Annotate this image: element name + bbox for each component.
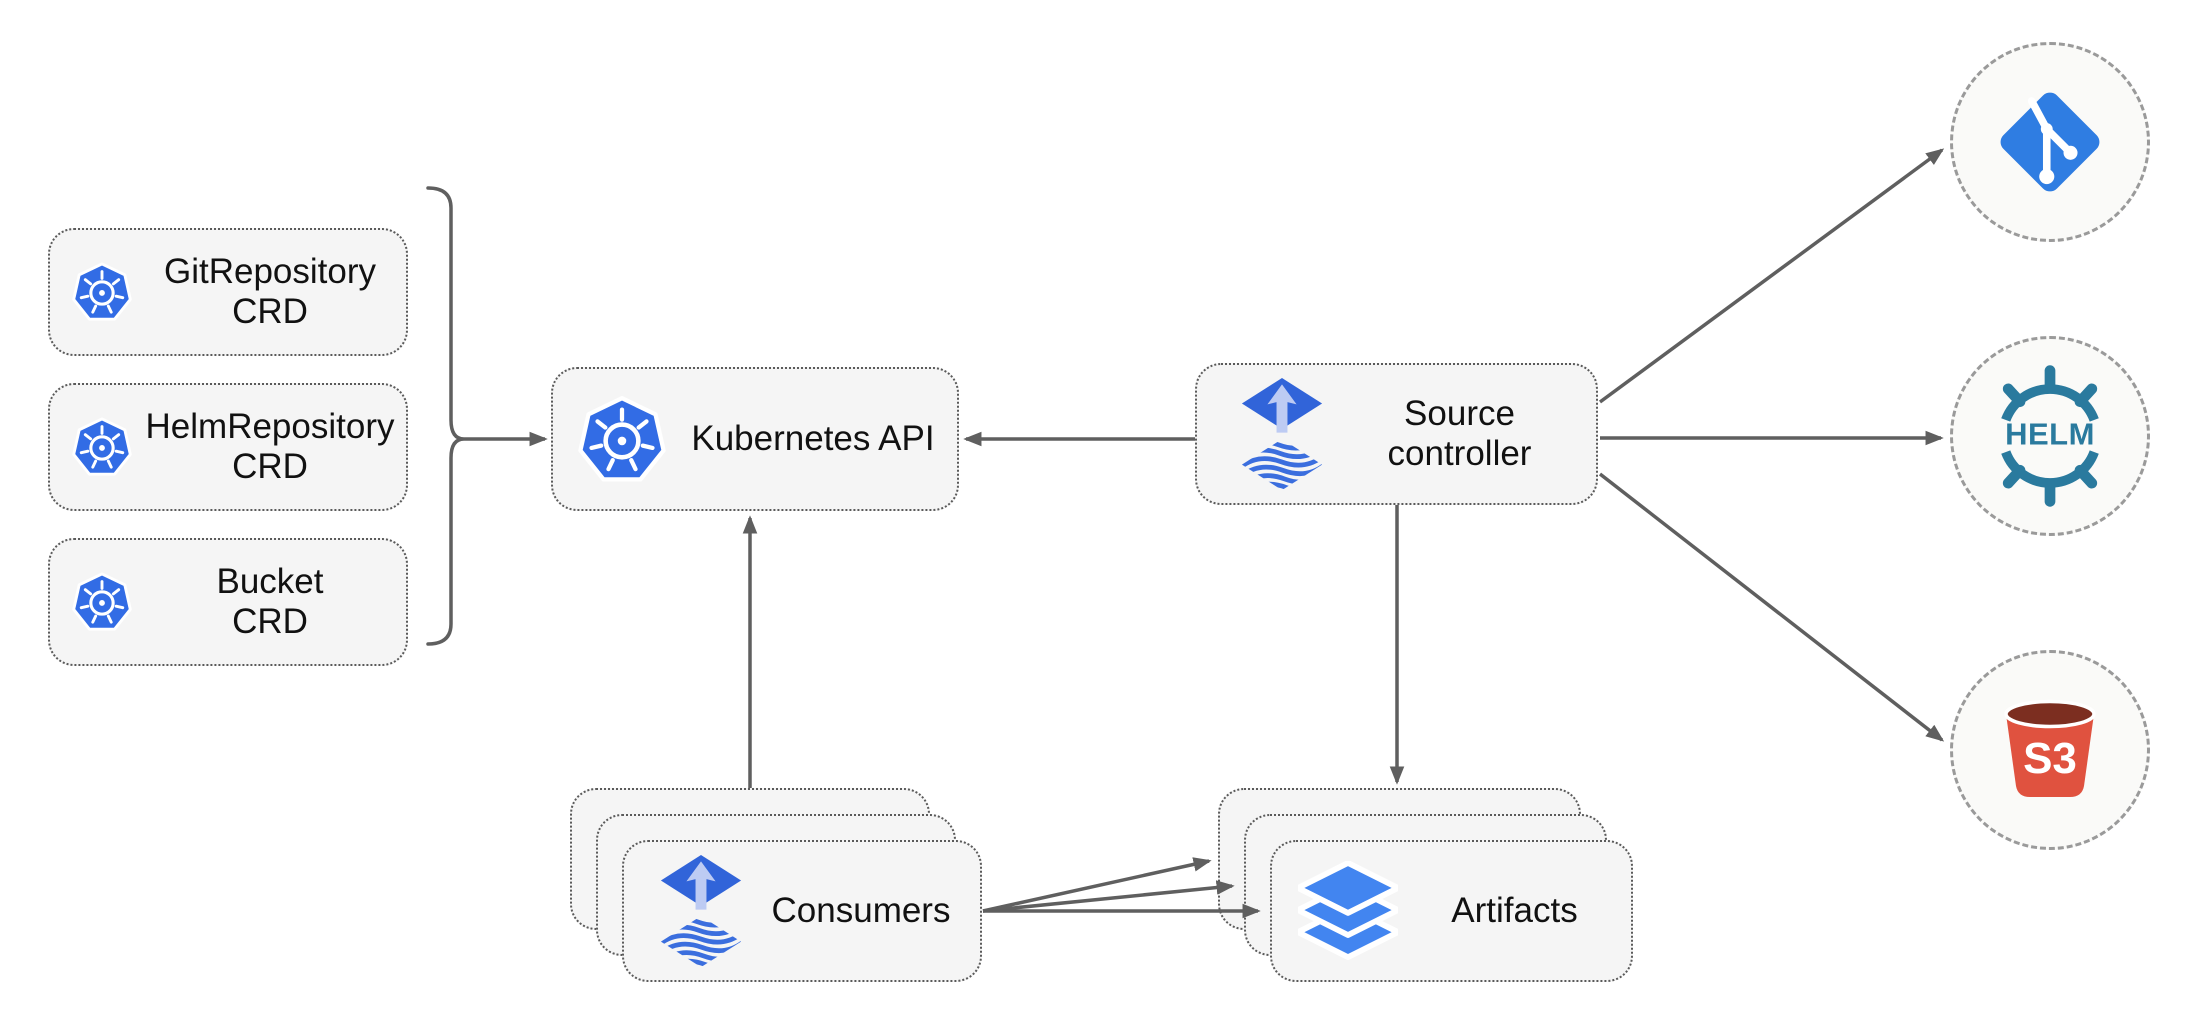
edge-source-to-git <box>1598 148 1945 404</box>
node-label: Kubernetes API <box>691 419 935 458</box>
kubernetes-icon <box>70 569 134 635</box>
edge-source-to-s3 <box>1598 472 1945 742</box>
target-s3: S3 <box>1950 650 2150 850</box>
layers-icon <box>1298 861 1398 961</box>
node-label: Artifacts <box>1451 891 1578 930</box>
kubernetes-icon <box>70 259 134 325</box>
flux-icon <box>1241 377 1323 492</box>
helm-logo-text: HELM <box>2005 416 2095 452</box>
kubernetes-icon <box>575 391 669 488</box>
node-label: Source controller <box>1387 394 1532 473</box>
node-bucket-crd: Bucket CRD <box>48 538 408 666</box>
node-source-controller: Source controller <box>1195 363 1598 505</box>
git-icon <box>1975 67 2125 217</box>
edge-consumers-to-artifacts-middle <box>982 880 1235 913</box>
node-consumers: Consumers <box>622 840 982 982</box>
edge-consumers-to-artifacts-back <box>982 857 1212 913</box>
node-artifacts: Artifacts <box>1270 840 1633 982</box>
node-label: HelmRepository CRD <box>145 407 395 486</box>
node-label: GitRepository CRD <box>163 252 377 331</box>
node-helmrepository-crd: HelmRepository CRD <box>48 383 408 511</box>
s3-bucket-icon: S3 <box>1975 675 2125 825</box>
flux-icon <box>660 854 742 969</box>
node-gitrepository-crd: GitRepository CRD <box>48 228 408 356</box>
node-label: Bucket CRD <box>216 562 324 641</box>
target-git <box>1950 42 2150 242</box>
node-kubernetes-api: Kubernetes API <box>551 367 959 511</box>
node-label: Consumers <box>771 891 951 930</box>
s3-logo-text: S3 <box>2023 734 2077 783</box>
target-helm: HELM <box>1950 336 2150 536</box>
crd-group-bracket <box>426 186 465 646</box>
helm-wheel-icon: HELM <box>1975 361 2125 511</box>
kubernetes-icon <box>70 414 134 480</box>
